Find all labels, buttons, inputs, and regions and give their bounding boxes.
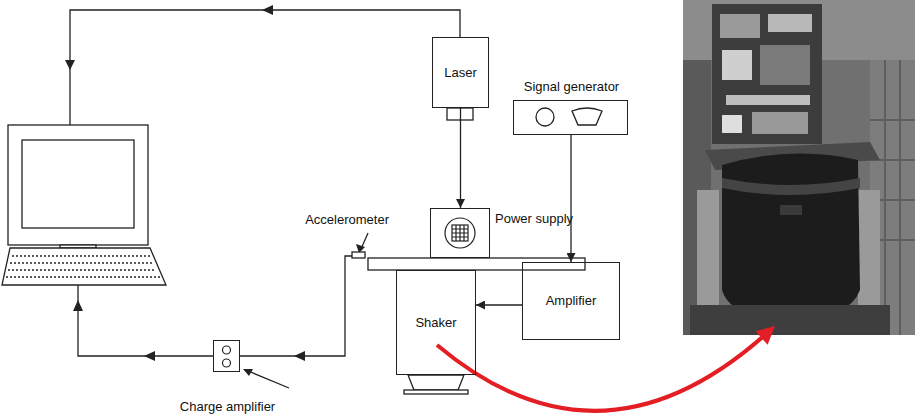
photo (683, 0, 915, 335)
wire-arrowhead (65, 5, 365, 376)
box-label: Laser (444, 65, 477, 81)
signal-wire (70, 10, 460, 388)
laptop-computer (6, 256, 160, 277)
charge-amplifier-box: Charge amplifier (213, 340, 240, 372)
shaker-table (352, 252, 585, 394)
power-supply-icon (452, 225, 468, 241)
power-supply-icon (445, 218, 475, 248)
charge-amp-knobs (223, 346, 231, 354)
box-label: Shaker (415, 315, 456, 331)
pointer-arrow (437, 326, 775, 411)
photo (722, 115, 742, 133)
photo (768, 14, 812, 32)
signal-wire (70, 10, 460, 125)
wire-arrowhead (144, 351, 155, 361)
signal-generator-box: Signal generator (513, 100, 628, 135)
power-supply-icon (445, 218, 475, 248)
photo (690, 305, 890, 335)
wire-arrowhead (294, 351, 305, 361)
photo (858, 190, 880, 310)
photo (697, 190, 719, 310)
generator-symbols (536, 108, 602, 126)
part-label: Accelerometer (304, 212, 390, 228)
signal-wire (78, 285, 213, 356)
photo (712, 4, 822, 144)
power-supply-icon (452, 225, 468, 241)
laptop-computer (22, 140, 134, 228)
photo (760, 45, 810, 85)
photo (720, 14, 760, 38)
wire-arrowhead (73, 300, 83, 311)
device-label: Charge amplifier (180, 399, 275, 415)
charge-amp-knobs (223, 359, 231, 367)
photo (726, 95, 810, 105)
wire-arrowhead (243, 369, 253, 376)
laser-box: Laser (432, 37, 489, 108)
pointer-arrow (437, 334, 766, 411)
wire-arrowhead (262, 5, 273, 15)
signal-connector (460, 108, 461, 208)
shaker-table (408, 375, 464, 390)
box-label: Amplifier (546, 293, 597, 309)
laptop-computer (2, 125, 166, 285)
device-label: Signal generator (524, 79, 619, 95)
photo (683, 0, 915, 335)
photo (722, 50, 752, 80)
laptop-computer (8, 125, 148, 245)
shaker-table (352, 252, 365, 258)
shaker-box: Shaker (396, 270, 476, 375)
laptop-computer (2, 248, 166, 285)
charge-amp-knobs (223, 346, 231, 367)
generator-symbols (572, 108, 602, 125)
signal-connector (476, 304, 522, 305)
signal-wire (240, 256, 352, 356)
generator-symbols (536, 108, 554, 126)
device-label: Power supply (495, 211, 573, 227)
pointer-arrow (756, 326, 775, 345)
photo (780, 205, 802, 215)
wire-arrowhead (65, 60, 75, 70)
signal-connector (570, 135, 571, 262)
photo (722, 154, 860, 322)
photo (752, 112, 808, 134)
shaker-table (404, 390, 468, 394)
power-supply-box: Power supply (430, 208, 490, 258)
shaker-table (368, 258, 585, 270)
signal-wire (248, 371, 289, 388)
amplifier-box: Amplifier (522, 262, 620, 340)
photo (722, 178, 860, 195)
